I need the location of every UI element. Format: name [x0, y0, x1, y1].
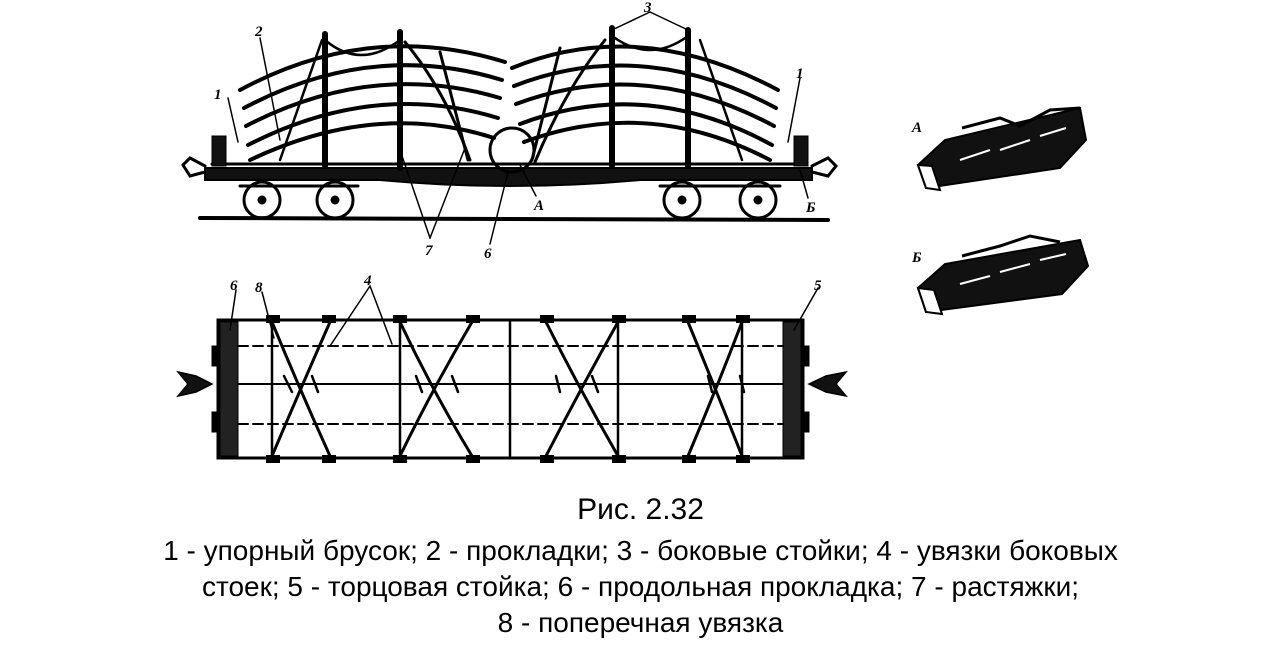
wheelsets	[242, 180, 778, 220]
platform-outline	[216, 318, 805, 460]
stake-ties	[278, 34, 744, 162]
callout-top-8: 8	[255, 280, 263, 296]
coupler-left	[181, 156, 207, 178]
curved-load-left	[238, 44, 507, 162]
figure-number: Рис. 2.32	[577, 493, 704, 526]
top-view	[176, 285, 848, 463]
detail-B-block	[916, 234, 1090, 316]
callout-top-4: 4	[363, 273, 372, 289]
legend-line-3: 8 - поперечная увязка	[497, 607, 784, 638]
side-stakes	[322, 25, 691, 171]
top-leaders	[229, 285, 819, 347]
curved-load-right	[510, 44, 780, 162]
stop-block-right	[793, 135, 809, 167]
transverse-ties	[270, 320, 744, 458]
joint-detail-circle	[488, 126, 536, 174]
cross-pads	[282, 374, 746, 394]
callout-6: 6	[484, 246, 492, 262]
callout-1-right: 1	[796, 66, 804, 82]
end-stake-right	[782, 321, 802, 457]
detail-label-A: А	[911, 120, 922, 136]
detail-label-B: Б	[911, 250, 922, 266]
stake-positions	[266, 315, 750, 463]
callout-2: 2	[254, 24, 263, 40]
coupler-top-left	[176, 370, 214, 398]
callout-top-5: 5	[814, 278, 822, 294]
callout-1-left: 1	[214, 87, 222, 103]
callout-3: 3	[643, 0, 652, 16]
guy-wires	[403, 38, 607, 164]
side-view	[181, 11, 839, 245]
cross-ties	[270, 320, 744, 458]
callout-B: Б	[805, 200, 816, 216]
end-stake-left	[219, 321, 239, 457]
callout-7: 7	[425, 243, 433, 259]
coupler-top-right	[807, 370, 848, 398]
callout-A: А	[533, 198, 544, 214]
legend-line-2: стоек; 5 - торцовая стойка; 6 - продольн…	[201, 571, 1080, 602]
legend-line-1: 1 - упорный брусок; 2 - прокладки; 3 - б…	[163, 535, 1118, 566]
rail	[198, 216, 830, 222]
stop-block-left	[211, 135, 227, 167]
coupler-right	[810, 156, 839, 178]
detail-A-block	[916, 106, 1088, 192]
car-frame	[204, 167, 813, 187]
callout-top-6: 6	[230, 278, 238, 294]
side-leaders	[227, 11, 809, 245]
